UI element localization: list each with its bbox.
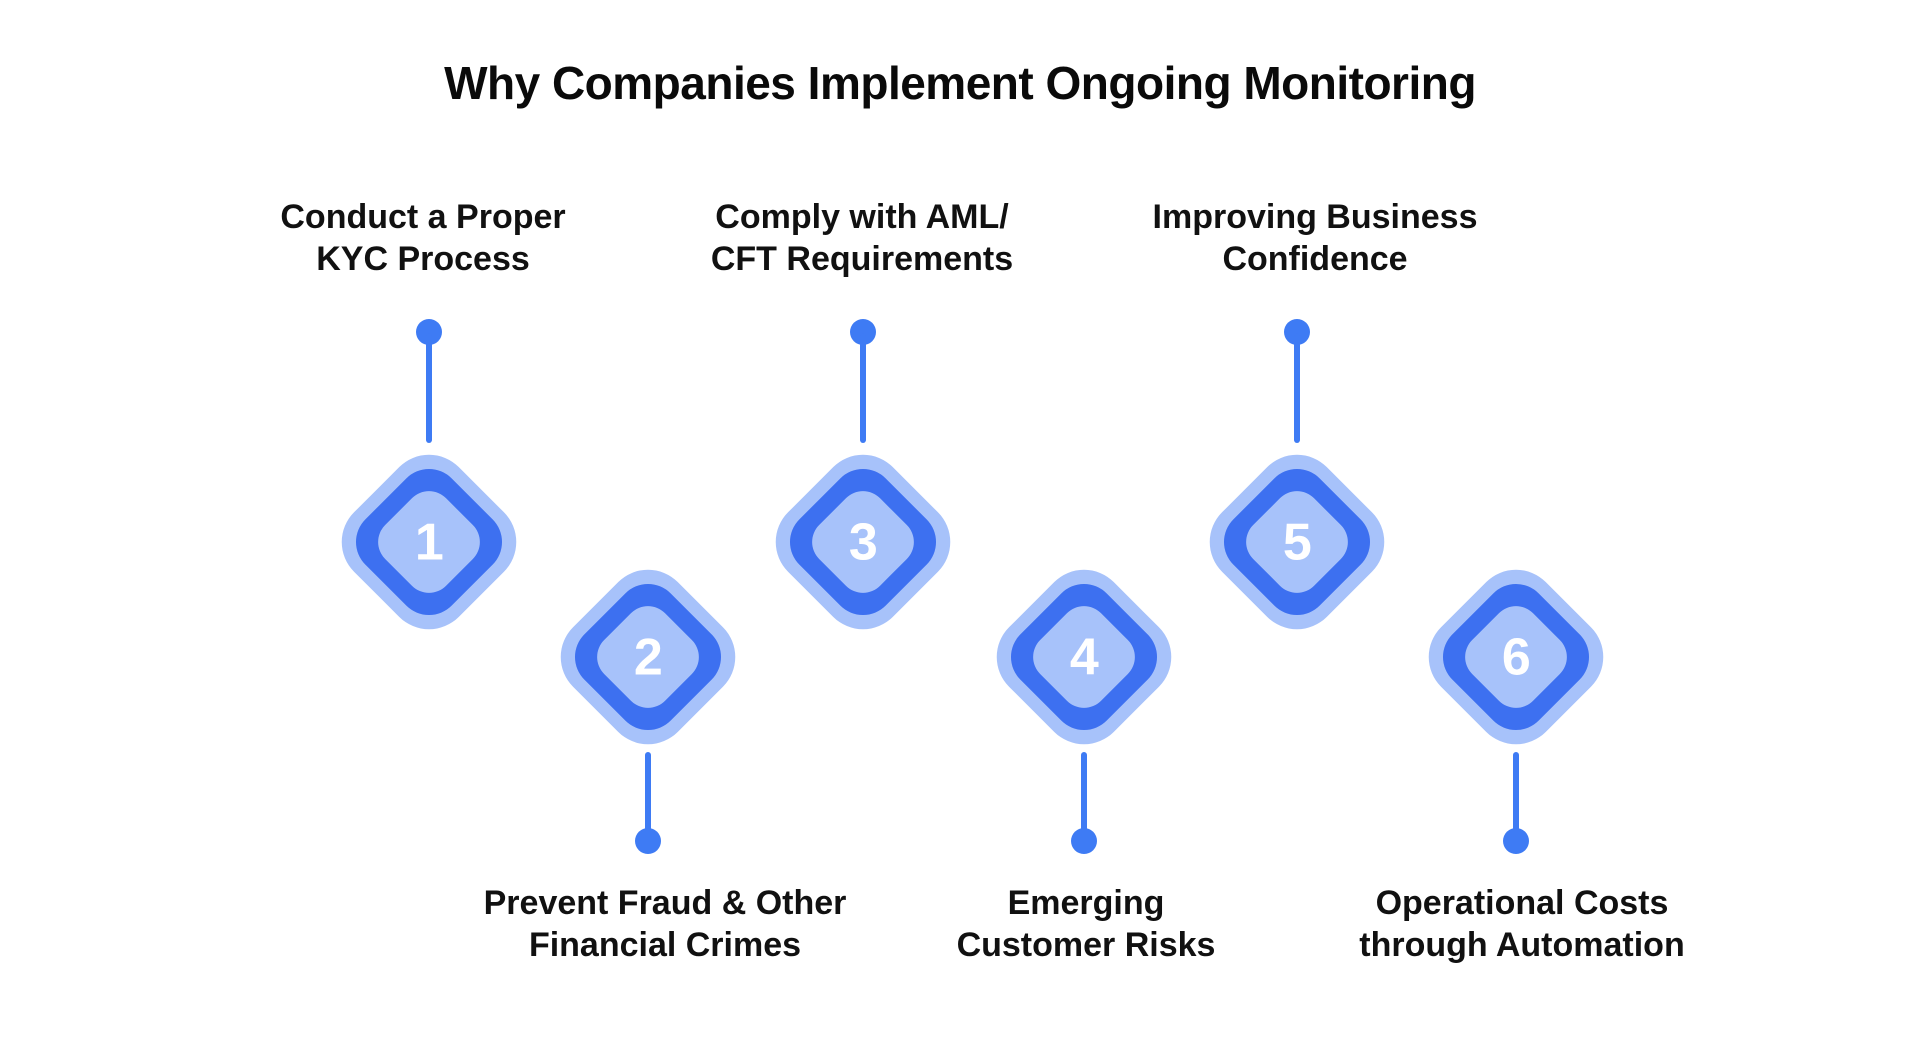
diamond-outer: 1 [324,437,534,647]
connector-line [645,752,651,842]
diamond-inner: 5 [1236,481,1358,603]
item-label: Improving Business Confidence [1035,196,1595,280]
item-diamond: 3 [758,437,968,647]
item-label-line-2: through Automation [1359,926,1685,964]
item-diamond: 5 [1192,437,1402,647]
connector-line [426,333,432,443]
connector-line [1294,333,1300,443]
diamond-ring: 1 [342,455,516,629]
item-number: 5 [1282,512,1312,571]
item-label: Emerging Customer Risks [806,882,1366,966]
item-number: 2 [633,627,663,686]
item-number: 3 [848,512,878,571]
item-label: Prevent Fraud & Other Financial Crimes [385,882,945,966]
diamond-ring: 5 [1210,455,1384,629]
diamond-ring: 3 [776,455,950,629]
item-label: Comply with AML/ CFT Requirements [582,196,1142,280]
page-title: Why Companies Implement Ongoing Monitori… [444,57,1476,109]
diamond-outer: 5 [1192,437,1402,647]
item-diamond: 1 [324,437,534,647]
item-label-line-1: Comply with AML/ [715,198,1009,236]
diamond-inner: 3 [802,481,924,603]
item-label-line-2: Financial Crimes [528,926,802,964]
item-diamond: 6 [1411,552,1621,762]
diamond-inner: 4 [1023,596,1145,718]
item-number: 6 [1501,627,1531,686]
diamond-inner: 6 [1455,596,1577,718]
diamond-inner: 2 [587,596,709,718]
item-label: Operational Costs through Automation [1242,882,1802,966]
connector-line [860,333,866,443]
diamond-ring: 4 [997,570,1171,744]
connector-dot [635,828,661,854]
item-diamond: 4 [979,552,1189,762]
diamond-outer: 4 [979,552,1189,762]
connector-line [1081,752,1087,842]
diamond-outer: 2 [543,552,753,762]
diamond-outer: 6 [1411,552,1621,762]
item-number: 1 [414,512,444,571]
item-label-line-1: Prevent Fraud & Other [483,884,847,922]
item-label-line-1: Emerging [1007,884,1165,922]
connector-dot [1503,828,1529,854]
item-number: 4 [1069,627,1099,686]
item-label-line-2: KYC Process [316,240,530,278]
item-label-line-1: Improving Business [1152,198,1478,236]
item-label-line-2: CFT Requirements [710,240,1014,278]
diamond-outer: 3 [758,437,968,647]
item-label: Conduct a Proper KYC Process [143,196,703,280]
connector-dot [1071,828,1097,854]
item-label-line-2: Customer Risks [956,926,1216,964]
diamond-inner: 1 [368,481,490,603]
diamond-ring: 2 [561,570,735,744]
connector-line [1513,752,1519,842]
item-label-line-1: Conduct a Proper [280,198,566,236]
item-diamond: 2 [543,552,753,762]
diamond-ring: 6 [1429,570,1603,744]
item-label-line-2: Confidence [1222,240,1408,278]
item-label-line-1: Operational Costs [1375,884,1669,922]
